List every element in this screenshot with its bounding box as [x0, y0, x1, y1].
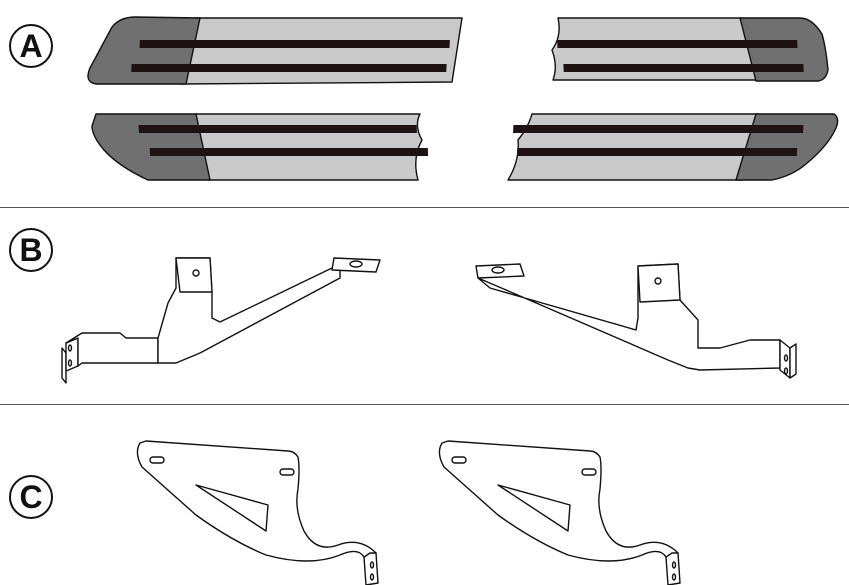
section-c: C: [0, 405, 849, 585]
section-b-label: B: [9, 228, 53, 272]
section-b: B: [0, 208, 849, 404]
running-board-front-left: [87, 16, 839, 181]
board-bottom-right: [507, 113, 839, 181]
board-top-right: [551, 17, 829, 82]
bracket-b-right: [475, 263, 797, 379]
bracket-c-left: [136, 440, 379, 585]
board-bottom-left: [91, 113, 429, 181]
bracket-b-left: [61, 257, 381, 384]
bracket-b-pair: [61, 257, 797, 384]
section-a-label: A: [9, 24, 53, 68]
section-a: A: [0, 0, 849, 205]
bracket-c-right: [438, 440, 681, 585]
section-c-label: C: [9, 475, 53, 519]
divider-b-c: [0, 404, 849, 405]
divider-a-b: [0, 207, 849, 208]
board-top-left: [87, 16, 463, 85]
bracket-c-pair: [136, 440, 681, 585]
